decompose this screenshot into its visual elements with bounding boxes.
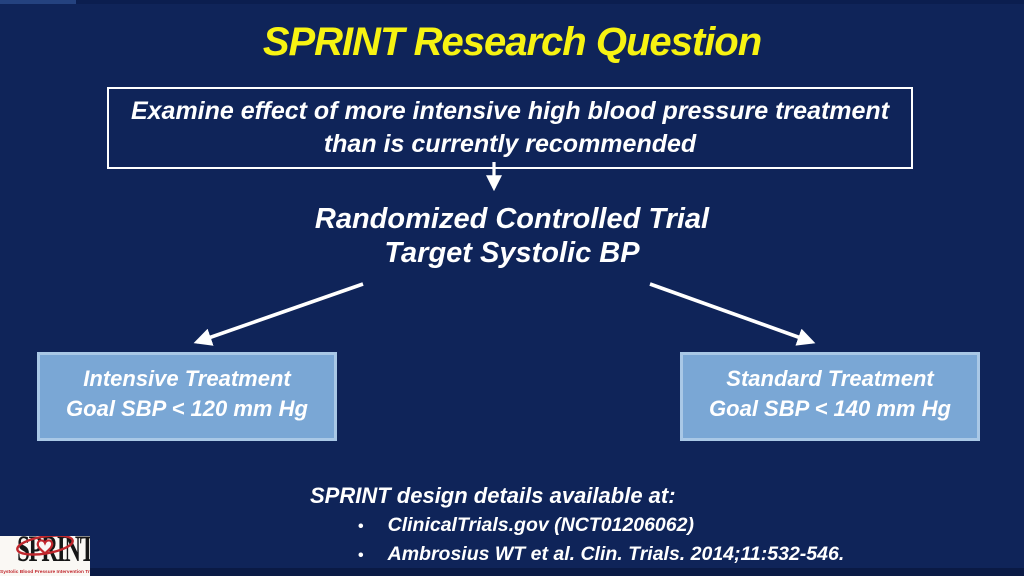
- list-item: • ClinicalTrials.gov (NCT01206062): [358, 514, 844, 538]
- design-details-heading: SPRINT design details available at:: [310, 483, 676, 508]
- question-line-1: Examine effect of more intensive high bl…: [130, 97, 890, 125]
- top-edge-strip: [0, 0, 1024, 4]
- bullet-icon: •: [358, 518, 364, 535]
- trial-line-1: Randomized Controlled Trial: [314, 203, 710, 235]
- bullet-icon: •: [358, 547, 364, 564]
- standard-line-2: Goal SBP < 140 mm Hg: [709, 396, 951, 421]
- heart-swirl-icon: [16, 536, 74, 556]
- design-details-bullet-2: Ambrosius WT et al. Clin. Trials. 2014;1…: [387, 543, 845, 565]
- intensive-line-2: Goal SBP < 120 mm Hg: [66, 396, 308, 421]
- standard-line-1: Standard Treatment: [726, 366, 934, 391]
- design-details: SPRINT design details available at: • Cl…: [310, 483, 844, 567]
- standard-treatment-box: Standard Treatment Goal SBP < 140 mm Hg: [680, 352, 980, 441]
- sprint-logo-tagline: Systolic Blood Pressure Intervention Tri…: [0, 570, 90, 575]
- list-item: • Ambrosius WT et al. Clin. Trials. 2014…: [358, 543, 844, 567]
- arrow-to-intensive-icon: [193, 282, 364, 346]
- intensive-line-1: Intensive Treatment: [83, 366, 291, 391]
- page-title: SPRINT Research Question: [262, 20, 762, 64]
- research-question-box: Examine effect of more intensive high bl…: [107, 87, 913, 169]
- sprint-logo: SPRINT Systolic Blood Pressure Intervent…: [0, 536, 90, 576]
- design-details-bullet-1: ClinicalTrials.gov (NCT01206062): [387, 514, 694, 536]
- top-edge-highlight: [0, 0, 76, 4]
- arrow-to-standard-icon: [649, 282, 816, 346]
- trial-line-2: Target Systolic BP: [384, 237, 640, 269]
- bottom-bar: [0, 568, 1024, 576]
- intensive-treatment-box: Intensive Treatment Goal SBP < 120 mm Hg: [37, 352, 337, 441]
- question-line-2: than is currently recommended: [323, 130, 697, 158]
- trial-label: Randomized Controlled Trial Target Systo…: [0, 202, 1024, 270]
